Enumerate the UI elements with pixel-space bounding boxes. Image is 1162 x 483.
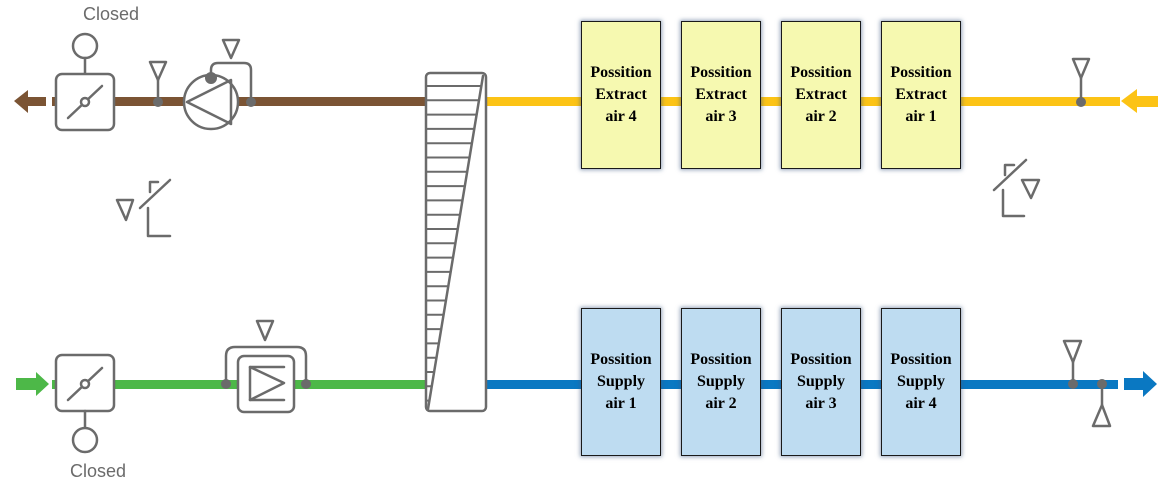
zone-label: Supply [596, 373, 646, 390]
extract-pressure-sensor[interactable] [148, 60, 168, 107]
zone-label: air 1 [905, 108, 937, 125]
exhaust-damper[interactable] [54, 32, 116, 132]
zone-label: Possition [790, 64, 852, 81]
intake-damper-status: Closed [69, 461, 127, 481]
sensor-icon [115, 198, 135, 222]
zone-label: Possition [890, 351, 952, 368]
room-temperature-sensor[interactable] [992, 158, 1041, 218]
zone-label: Extract [895, 86, 947, 103]
zone-label: Possition [590, 64, 652, 81]
intake-damper[interactable] [54, 353, 116, 454]
zone-label: air 3 [805, 395, 837, 412]
extract-arrow-icon [1121, 89, 1158, 113]
zone-label: Extract [695, 86, 747, 103]
zone-label: Supply [696, 373, 746, 390]
zone-label: Possition [890, 64, 952, 81]
supply-filter[interactable] [221, 319, 311, 414]
sensor-icon [255, 319, 275, 342]
supply-arrow-icon [1124, 371, 1157, 397]
zone-label: air 3 [705, 108, 737, 125]
zone-label: air 1 [605, 395, 637, 412]
exhaust-damper-status: Closed [82, 4, 140, 24]
intake-arrow-icon [16, 372, 49, 396]
sensor-icon [1091, 403, 1112, 428]
zone-label: Supply [796, 373, 846, 390]
zone-label: air 4 [605, 108, 637, 125]
extract-inlet-sensor[interactable] [1071, 57, 1091, 107]
supply-outlet-sensor-1[interactable] [1062, 339, 1083, 389]
outdoor-temperature-sensor[interactable] [115, 178, 172, 238]
extract-fan[interactable] [182, 38, 256, 131]
sensor-icon [1071, 57, 1091, 80]
sensor-icon [148, 60, 168, 82]
filter-icon [236, 354, 296, 414]
sensor-icon [1062, 339, 1083, 364]
supply-outlet-sensor-2[interactable] [1091, 379, 1112, 428]
zone-label: Possition [690, 64, 752, 81]
zone-label: air 2 [705, 395, 737, 412]
zone-label: air 2 [805, 108, 837, 125]
zone-label: Extract [795, 86, 847, 103]
actuator-icon [71, 32, 99, 60]
heat-exchanger[interactable] [424, 71, 488, 413]
zone-label: Supply [896, 373, 946, 390]
zone-label: air 4 [905, 395, 937, 412]
sensor-icon [221, 38, 241, 60]
exhaust-arrow-icon [14, 90, 46, 113]
zone-label: Extract [595, 86, 647, 103]
sensor-icon [1020, 178, 1041, 200]
zone-label: Possition [690, 351, 752, 368]
actuator-icon [71, 426, 99, 454]
zone-label: Possition [790, 351, 852, 368]
zone-label: Possition [590, 351, 652, 368]
